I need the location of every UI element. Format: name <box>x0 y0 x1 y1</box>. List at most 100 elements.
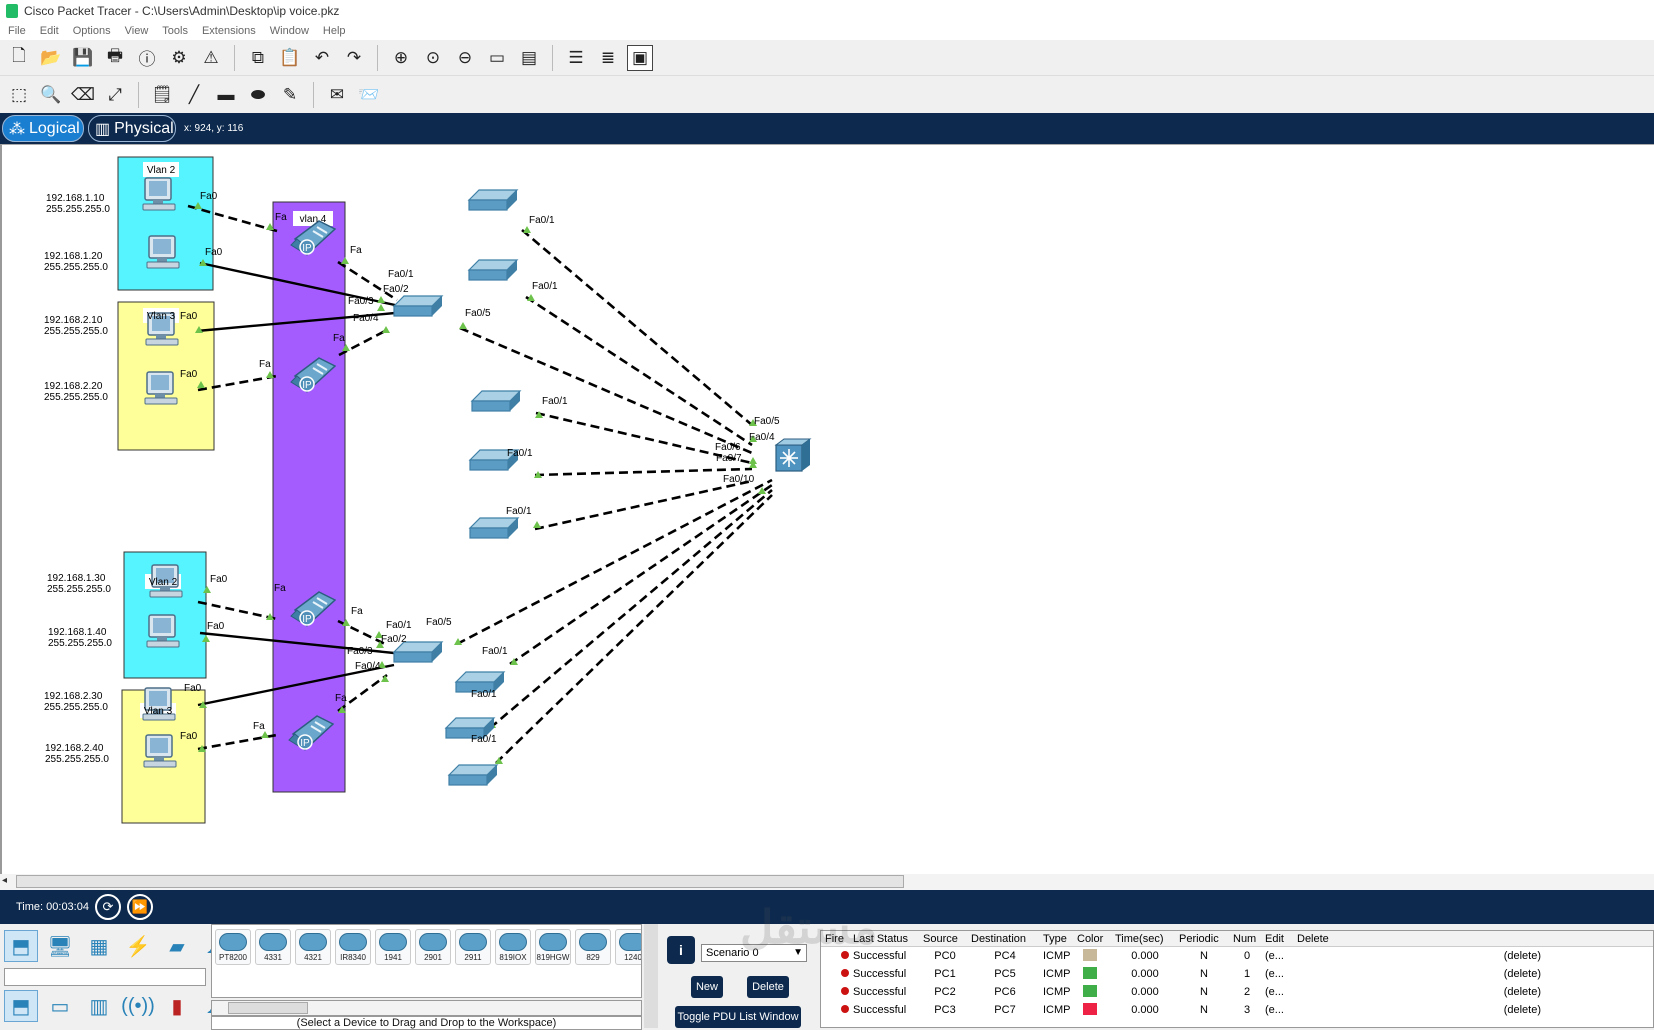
fast-forward-icon[interactable]: ⏩ <box>126 894 153 920</box>
network-link[interactable] <box>489 489 773 729</box>
scroll-left-arrow-icon[interactable]: ◂ <box>2 875 8 886</box>
zoom-out-icon[interactable]: ⊖ <box>457 47 473 67</box>
network-link[interactable] <box>456 478 773 646</box>
miscellaneous-category-icon[interactable]: ▰ <box>169 935 185 958</box>
fire-cell[interactable] <box>821 950 849 962</box>
zoom-in-icon[interactable]: ⊕ <box>393 47 409 67</box>
column-header[interactable]: Type <box>1043 932 1067 945</box>
edge-switch-icon[interactable] <box>468 189 518 211</box>
network-devices-category-icon[interactable]: ⬒ <box>4 930 38 962</box>
network-link[interactable] <box>196 311 396 333</box>
network-link[interactable] <box>337 673 388 713</box>
menu-options[interactable]: Options <box>72 25 111 37</box>
info-icon[interactable]: ⓘ <box>138 50 156 69</box>
redo-icon[interactable]: ↷ <box>346 47 362 67</box>
column-header[interactable]: Edit <box>1265 932 1284 945</box>
access-switch-icon[interactable] <box>393 295 443 317</box>
menu-extensions[interactable]: Extensions <box>201 25 256 37</box>
security-subcategory-icon[interactable]: ▮ <box>171 995 183 1018</box>
network-link[interactable] <box>197 600 278 621</box>
device-2911[interactable]: 2911 <box>455 929 491 965</box>
menu-help[interactable]: Help <box>322 25 346 37</box>
network-link[interactable] <box>534 479 753 531</box>
column-header[interactable]: Num <box>1233 932 1257 945</box>
voice-vlan-area[interactable] <box>272 201 346 793</box>
menu-window[interactable]: Window <box>269 25 309 37</box>
device-819hgw[interactable]: 819HGW <box>535 929 571 965</box>
save-icon[interactable]: 💾 <box>72 47 94 67</box>
fire-cell[interactable] <box>821 986 849 998</box>
device-819iox[interactable]: 819IOX <box>495 929 531 965</box>
menu-tools[interactable]: Tools <box>162 25 188 37</box>
column-header[interactable]: Periodic <box>1179 932 1219 945</box>
column-header[interactable]: Last Status <box>853 932 909 945</box>
pc-icon[interactable] <box>146 614 180 648</box>
device-4321[interactable]: 4321 <box>295 929 331 965</box>
device-ir8340[interactable]: IR8340 <box>335 929 371 965</box>
network-link[interactable] <box>509 483 773 666</box>
column-header[interactable]: Source <box>923 932 958 945</box>
pdu-list-icon[interactable]: ☰ <box>568 47 584 67</box>
menu-view[interactable]: View <box>124 25 149 37</box>
components-category-icon[interactable]: ▦ <box>89 935 109 958</box>
device-1941[interactable]: 1941 <box>375 929 411 965</box>
device-1240[interactable]: 1240 <box>615 929 641 965</box>
panel-splitter[interactable] <box>644 924 658 1028</box>
pc-icon[interactable] <box>142 177 176 211</box>
draw-rectangle-icon[interactable]: ▬ <box>217 85 235 104</box>
device-list-scrollbar[interactable] <box>211 1000 642 1016</box>
network-link[interactable] <box>495 494 773 764</box>
device-2901[interactable]: 2901 <box>415 929 451 965</box>
network-link[interactable] <box>535 411 753 465</box>
network-link[interactable] <box>197 663 395 707</box>
toggle-pdu-list-button[interactable]: Toggle PDU List Window <box>675 1006 801 1028</box>
network-wizard-icon[interactable]: ⚙ <box>171 47 187 67</box>
column-header[interactable]: Time(sec) <box>1115 932 1164 945</box>
menu-edit[interactable]: Edit <box>39 25 59 37</box>
edit-link[interactable]: (e... <box>1265 1004 1284 1016</box>
scenario-info-icon[interactable]: i <box>667 936 695 964</box>
fire-icon[interactable] <box>841 987 849 995</box>
fire-icon[interactable] <box>841 951 849 959</box>
viewport-icon[interactable]: ▣ <box>627 44 653 71</box>
column-header[interactable]: Fire <box>825 932 844 945</box>
draw-ellipse-icon[interactable]: ⬬ <box>250 85 266 104</box>
logical-tab[interactable]: ⁂ Logical <box>2 115 84 142</box>
device-829[interactable]: 829 <box>575 929 611 965</box>
freeform-icon[interactable]: ✎ <box>282 85 298 104</box>
power-cycle-devices-icon[interactable]: ⟳ <box>94 894 121 920</box>
delete-icon[interactable]: ⌫ <box>70 85 96 104</box>
custom-device-icon[interactable]: ▤ <box>520 47 538 67</box>
scenario-select[interactable]: Scenario 0 ▼ <box>701 944 807 962</box>
zoom-reset-icon[interactable]: ⊙ <box>425 47 441 67</box>
edge-switch-icon[interactable] <box>468 259 518 281</box>
menu-file[interactable]: File <box>8 25 26 37</box>
tray-icon[interactable]: ≣ <box>600 47 616 67</box>
new-file-icon[interactable]: 🗋 <box>12 46 26 65</box>
network-link[interactable] <box>187 204 278 233</box>
physical-tab[interactable]: ▥ Physical <box>88 115 176 142</box>
switches-subcategory-icon[interactable]: ▭ <box>50 995 70 1018</box>
edit-link[interactable]: (e... <box>1265 968 1284 980</box>
select-icon[interactable]: ⬚ <box>10 85 28 104</box>
delete-link[interactable]: (delete) <box>1503 968 1541 980</box>
undo-icon[interactable]: ↶ <box>314 47 330 67</box>
draw-line-icon[interactable]: ╱ <box>188 85 200 104</box>
network-link[interactable] <box>337 619 388 647</box>
pc-icon[interactable] <box>143 734 177 768</box>
simple-pdu-icon[interactable]: ✉ <box>329 85 345 104</box>
resize-shape-icon[interactable]: ⤢ <box>108 85 122 104</box>
edit-link[interactable]: (e... <box>1265 950 1284 962</box>
hubs-subcategory-icon[interactable]: ▥ <box>89 995 109 1018</box>
workspace-horizontal-scrollbar[interactable]: ◂ <box>0 874 1654 890</box>
network-link[interactable] <box>199 261 396 307</box>
complex-pdu-icon[interactable]: 📨 <box>358 85 380 104</box>
scrollbar-thumb[interactable] <box>16 875 904 888</box>
copy-icon[interactable]: ⧉ <box>251 47 265 67</box>
network-link[interactable] <box>337 260 398 302</box>
device-pt8200[interactable]: PT8200 <box>215 929 251 965</box>
network-link[interactable] <box>525 295 753 447</box>
pc-icon[interactable] <box>146 235 180 269</box>
